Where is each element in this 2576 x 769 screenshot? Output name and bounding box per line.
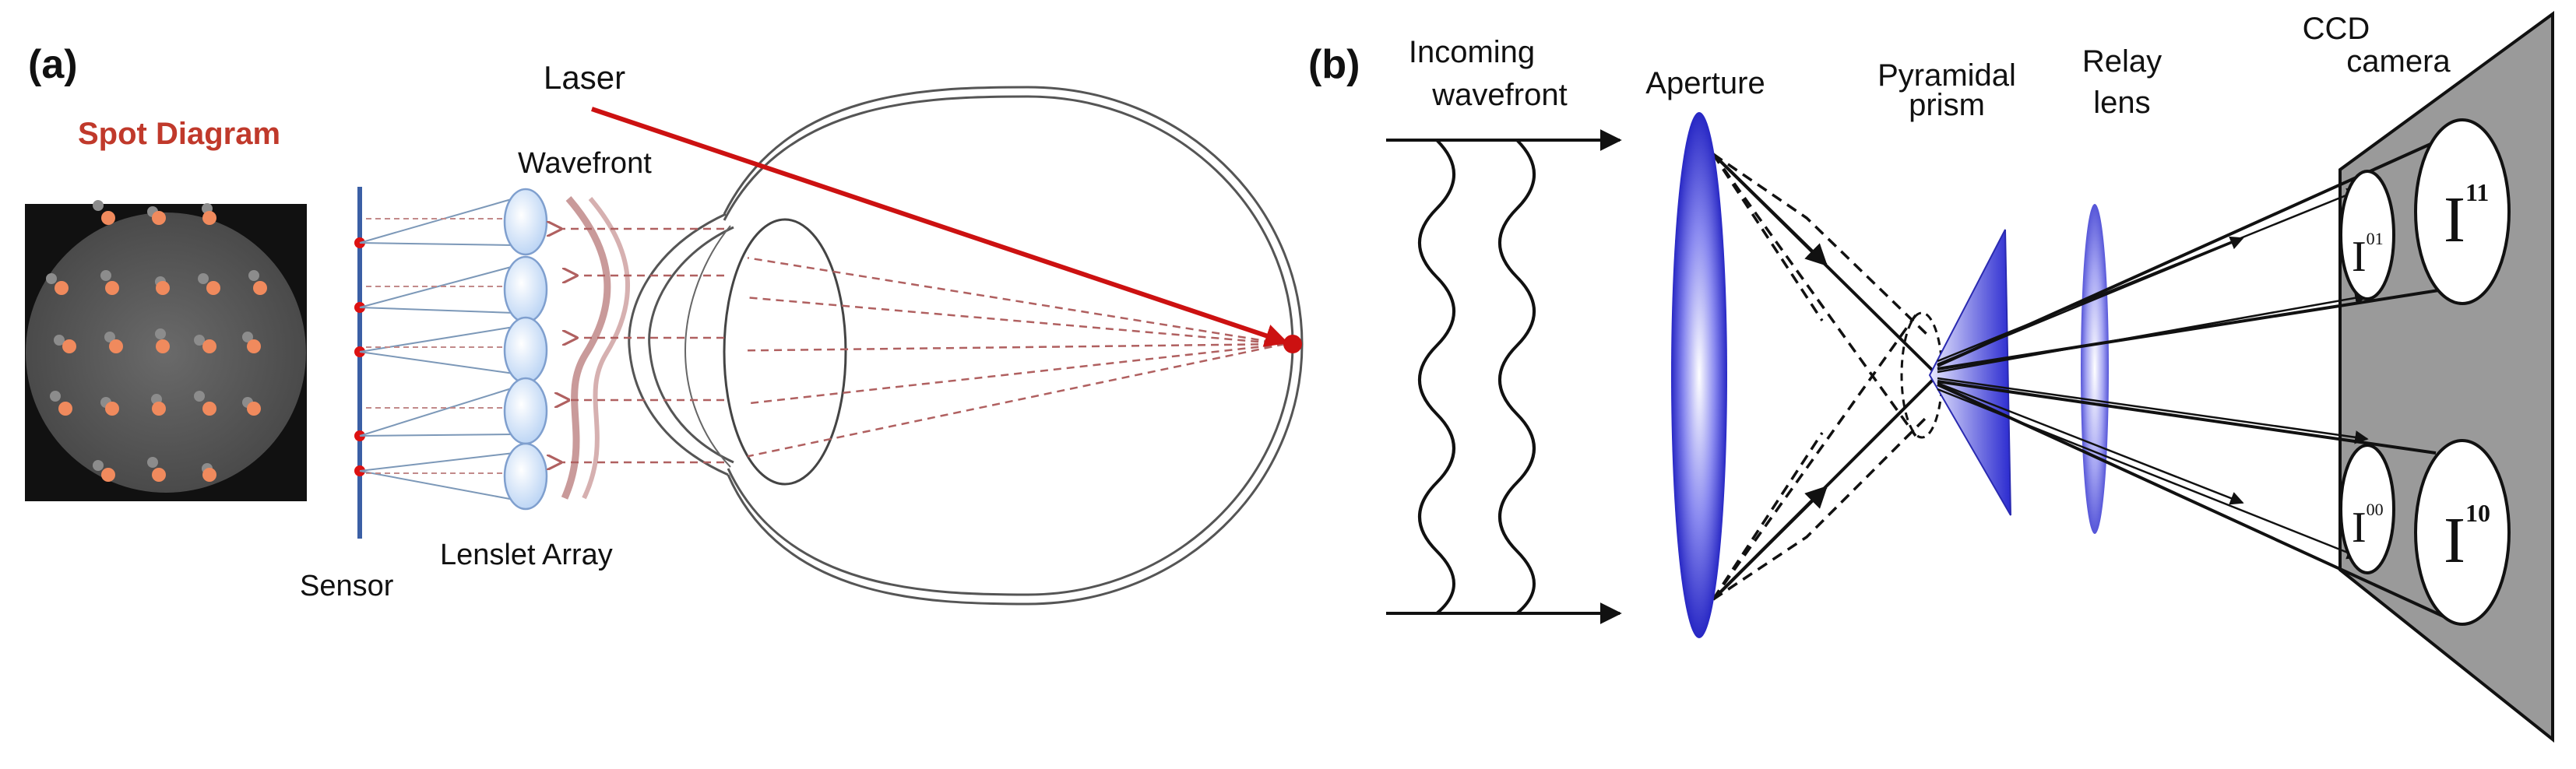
aperture-label: Aperture [1645,66,1765,100]
wavefront-curve-outer [561,196,611,500]
wavefront-curve-inner [582,197,630,500]
reference-spot [104,332,115,342]
panel-b: (b) Incoming wavefront Aperture Pyramida… [1308,11,2554,743]
quad-label-10: I10 [2444,499,2490,577]
panel-a: (a) Spot Diagram Sensor Lenslet Array Wa… [25,42,1304,606]
panel-a-tag: (a) [28,42,78,87]
quad-image-11 [2414,118,2511,305]
return-ray [747,257,1286,346]
lenslet-ray [359,242,515,246]
measured-spot [101,468,115,482]
measured-spot [247,339,261,353]
ccd-label-2: camera [2346,44,2451,79]
relay-label-2: lens [2093,86,2150,120]
return-ray [747,342,1286,352]
measured-spot [156,339,170,353]
lenslet [503,188,548,256]
return-rays [561,229,1286,462]
reference-spot [242,332,253,342]
ccd-label-1: CCD [2303,12,2370,46]
lenslet-label: Lenslet Array [440,539,613,571]
incoming-wave-2 [1498,139,1536,615]
prism-label-1: Pyramidal [1877,58,2016,93]
measured-spot [105,402,119,416]
lenslet-rays [359,198,515,500]
reference-spot [248,270,259,281]
incoming-label-2: wavefront [1431,78,1567,112]
lenslet [503,255,548,324]
retina-spot [1283,335,1302,353]
spot-diagram-title: Spot Diagram [78,117,280,151]
measured-spot [202,211,216,225]
measured-spot [101,211,115,225]
relay-label-1: Relay [2082,44,2162,79]
aperture-lens [1671,112,1727,638]
lenslet [503,316,548,384]
lenslet-ray [359,452,515,472]
measured-spot [152,211,166,225]
lenslet-ray [359,307,515,314]
measured-spot [156,281,170,295]
measured-spot [152,402,166,416]
measured-spot [58,402,72,416]
measured-spot [202,339,216,353]
reference-spot [194,335,205,346]
quad-label-11: I11 [2444,178,2489,256]
measured-spot [202,468,216,482]
measured-spot [202,402,216,416]
reference-spot [46,273,57,284]
quad-image-10 [2414,439,2511,626]
measured-spot [247,402,261,416]
lenslet-ray [359,470,515,500]
reference-spot [50,391,61,402]
lenslet-array [503,188,548,511]
relay-lens [2081,204,2109,534]
quad-label-01: I01 [2352,229,2384,281]
measured-spot [109,339,123,353]
return-ray [747,297,1286,346]
lenslet-ray [359,198,515,244]
return-ray [747,342,1286,458]
lenslet-ray [359,326,515,353]
quad-image-00 [2339,444,2395,574]
reference-spot [155,328,166,339]
outgoing-rays [1937,140,2444,618]
converging-rays [1712,153,1944,601]
prism-label-2: prism [1909,88,1985,122]
laser-label: Laser [544,59,625,96]
measured-spot [152,468,166,482]
lenslet-ray [359,434,515,437]
quad-label-00: I00 [2352,500,2384,552]
laser-beam [591,107,1289,347]
measured-spot [253,281,267,295]
pyramidal-prism [1928,229,2011,516]
incoming-wave-1 [1418,139,1455,615]
reference-spot [93,460,104,471]
measured-spot [62,339,76,353]
reference-spot [147,457,158,468]
quad-image-01 [2339,170,2395,300]
ccd-camera-plane [2338,11,2554,743]
reference-spot [54,335,65,346]
reference-spot [100,270,111,281]
reference-spot [198,273,209,284]
wavefront-label: Wavefront [518,147,652,180]
spot-grid [46,200,267,482]
measured-spot [105,281,119,295]
incoming-label-1: Incoming [1409,35,1535,69]
reference-spot [93,200,104,211]
lenslet-ray [359,351,515,374]
sensor-label: Sensor [300,570,394,602]
lenslet-ray [359,387,515,437]
return-ray [747,342,1286,405]
lenslet [503,377,548,445]
measured-spot [55,281,69,295]
reference-spot [194,391,205,402]
panel-b-tag: (b) [1308,42,1360,87]
lenslet [503,442,548,511]
measured-spot [206,281,220,295]
